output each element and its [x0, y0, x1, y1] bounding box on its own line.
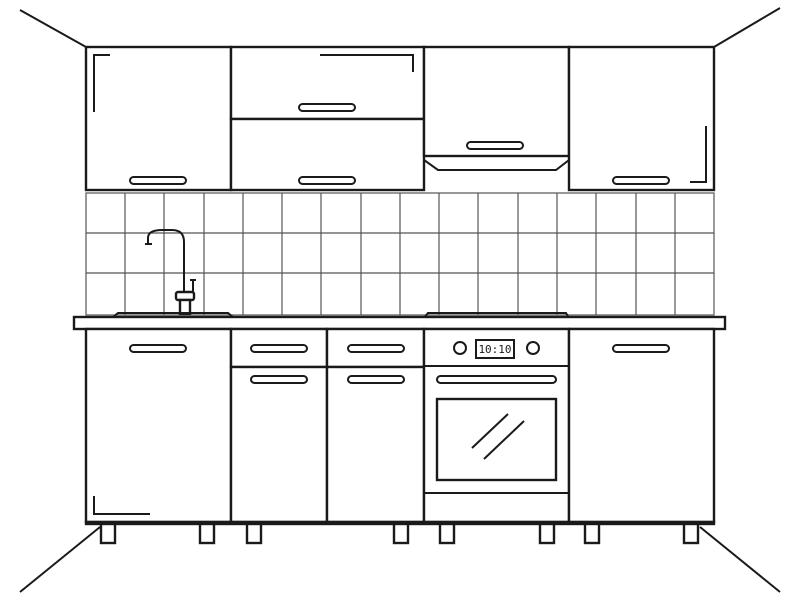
cabinet-handle[interactable]	[612, 176, 670, 185]
drawer-handle[interactable]	[250, 344, 308, 353]
base-door-right[interactable]	[325, 365, 426, 524]
door-highlight	[93, 496, 150, 515]
door-highlight	[93, 54, 110, 112]
backsplash-tiles	[85, 192, 715, 316]
base-door-left[interactable]	[229, 365, 329, 524]
cabinet-legs	[99, 522, 700, 545]
room-edges	[19, 7, 781, 593]
oven-clock-display	[475, 339, 515, 359]
upper-cabinets	[84, 45, 716, 192]
base-cabinets: 10:10	[84, 327, 716, 524]
sink	[111, 312, 235, 319]
range-hood	[423, 155, 570, 171]
oven-clock-text: 10:10	[478, 343, 511, 356]
cabinet-handle[interactable]	[347, 375, 405, 384]
cooktop	[423, 312, 570, 319]
upper-cabinet-right[interactable]	[567, 45, 716, 192]
cabinet-handle[interactable]	[466, 141, 524, 150]
cabinet-handle[interactable]	[129, 344, 187, 353]
oven-knob-right[interactable]	[526, 341, 540, 355]
upper-cabinet-left[interactable]	[84, 45, 233, 192]
oven-handle[interactable]	[436, 375, 557, 384]
cabinet-handle[interactable]	[612, 344, 670, 353]
base-cabinet-right[interactable]	[567, 327, 716, 524]
door-highlight	[320, 54, 414, 72]
hood-cabinet[interactable]	[422, 45, 571, 158]
countertop	[72, 315, 727, 331]
cabinet-handle[interactable]	[298, 176, 356, 185]
oven-knob-left[interactable]	[453, 341, 467, 355]
oven-window	[435, 397, 558, 482]
door-highlight	[690, 126, 707, 183]
cabinet-handle[interactable]	[129, 176, 187, 185]
sink-base-cabinet[interactable]	[84, 327, 233, 524]
faucet[interactable]	[145, 229, 196, 316]
cabinet-handle[interactable]	[298, 103, 356, 112]
cabinet-handle[interactable]	[250, 375, 308, 384]
drawer-handle[interactable]	[347, 344, 405, 353]
